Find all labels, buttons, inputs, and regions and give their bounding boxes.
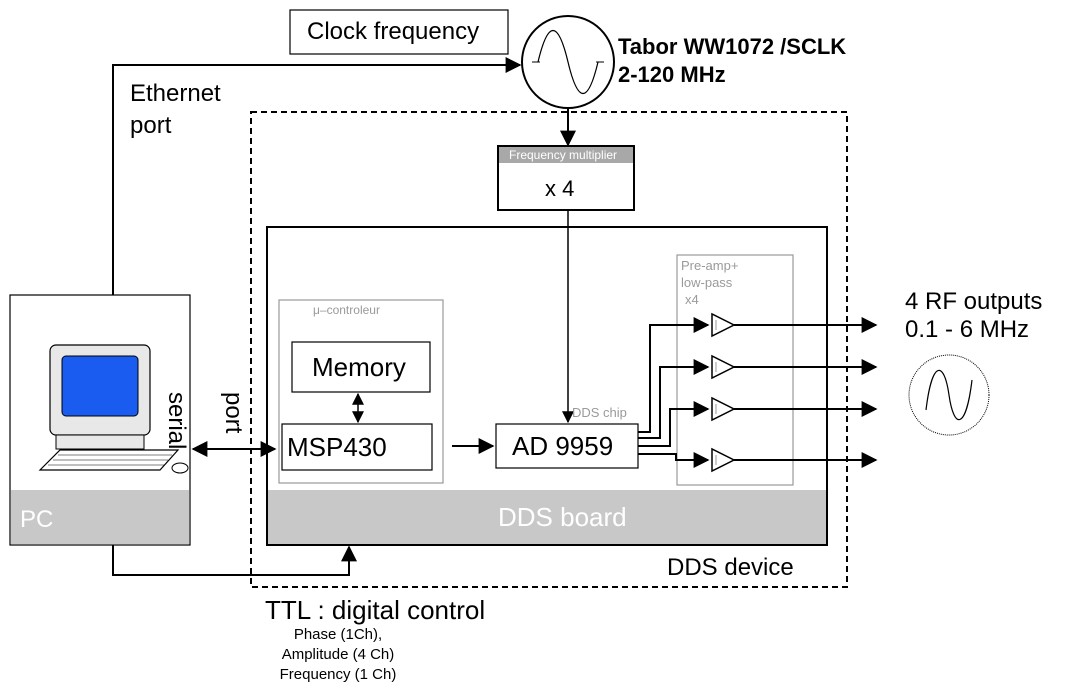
clock-frequency-box bbox=[289, 9, 509, 55]
clock-generator-icon bbox=[521, 15, 615, 109]
preamp-box bbox=[676, 254, 794, 486]
dds-device-frame bbox=[250, 111, 848, 588]
msp430-label: MSP430 bbox=[287, 432, 387, 462]
rf-output-sine-icon bbox=[908, 354, 990, 436]
preamp-line3: x4 bbox=[685, 292, 699, 307]
msp430-box bbox=[281, 423, 433, 471]
serial-port-label: port bbox=[220, 392, 247, 434]
pc-label: PC bbox=[20, 506, 54, 533]
ethernet-connection bbox=[112, 57, 522, 295]
ttl-frequency: Frequency (1 Ch) bbox=[279, 666, 397, 683]
dds-board-frame bbox=[266, 226, 828, 546]
serial-label: serial bbox=[163, 392, 190, 450]
multiplier-title: Frequency multiplier bbox=[509, 148, 618, 162]
dds-chip-label: DDS chip bbox=[572, 405, 627, 420]
rf-output-arrows bbox=[734, 317, 878, 468]
amplifier-icons bbox=[711, 312, 736, 473]
dds-device-label: DDS device bbox=[667, 554, 794, 581]
clock-generator-range: 2-120 MHz bbox=[618, 62, 726, 87]
clock-frequency-label: Clock frequency bbox=[307, 18, 480, 45]
multiplier-value: x 4 bbox=[545, 176, 575, 201]
mouse-icon bbox=[171, 462, 189, 474]
rf-outputs-label: 4 RF outputs bbox=[905, 288, 1043, 315]
preamp-line1: Pre-amp+ bbox=[681, 258, 739, 273]
ttl-amplitude: Amplitude (4 Ch) bbox=[281, 646, 395, 663]
ad9959-box bbox=[495, 423, 639, 469]
rf-range-label: 0.1 - 6 MHz bbox=[905, 316, 1030, 343]
ttl-connection bbox=[112, 545, 357, 576]
ttl-phase: Phase (1Ch), bbox=[293, 626, 383, 643]
memory-box bbox=[291, 341, 431, 393]
memory-label: Memory bbox=[312, 352, 406, 382]
dds-board-band bbox=[268, 490, 826, 544]
ad9959-label: AD 9959 bbox=[512, 431, 614, 461]
microcontroller-title: μ–controleur bbox=[313, 303, 380, 317]
ethernet-port-label: port bbox=[130, 112, 172, 139]
ttl-title: TTL : digital control bbox=[265, 595, 486, 625]
clock-generator-name: Tabor WW1072 /SCLK bbox=[618, 34, 847, 59]
dds-board-label: DDS board bbox=[498, 502, 627, 532]
ethernet-label: Ethernet bbox=[130, 80, 221, 107]
pc-computer bbox=[9, 294, 191, 546]
channel-routing bbox=[638, 317, 710, 468]
preamp-line2: low-pass bbox=[681, 275, 733, 290]
